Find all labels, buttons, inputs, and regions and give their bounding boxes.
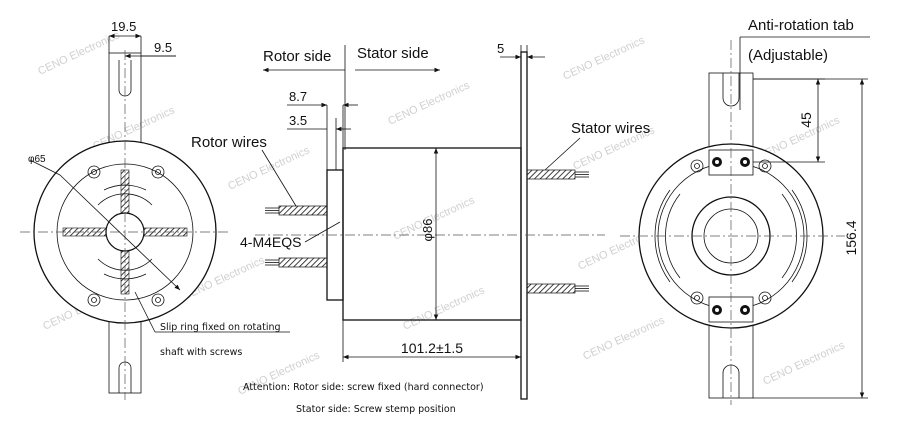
dim-156-4: 156.4 bbox=[843, 220, 859, 255]
watermark-text: CENO Electronics bbox=[401, 284, 487, 333]
dim-19-5: 19.5 bbox=[111, 19, 136, 34]
watermark-text: CENO Electronics bbox=[581, 314, 667, 363]
slip-ring-leader bbox=[134, 291, 156, 333]
stator-side-label: Stator side bbox=[357, 45, 429, 62]
stator-wires-label: Stator wires bbox=[571, 120, 650, 137]
stator-wire-bundle bbox=[526, 169, 589, 294]
length-dimension: 101.2±1.5 bbox=[401, 340, 463, 356]
phi86-dimension: φ86 bbox=[420, 219, 435, 242]
dim-45: 45 bbox=[798, 112, 814, 128]
stator-tab bbox=[520, 51, 528, 400]
watermark-text: CENO Electronics bbox=[386, 79, 472, 128]
stator-wires-leader bbox=[544, 137, 581, 171]
dim-8-7: 8.7 bbox=[289, 89, 307, 104]
rotor-face-view: φ65 19.5 9.5 Slip ring fixed on rotating… bbox=[20, 19, 290, 400]
watermark-text: CENO Electronics bbox=[561, 34, 647, 83]
attention-note-line1: Attention: Rotor side: screw fixed (hard… bbox=[243, 382, 484, 393]
mount-screws-leader bbox=[304, 221, 341, 243]
dim-9-5: 9.5 bbox=[154, 40, 172, 55]
side-view: Rotor side Stator side Rotor wires Stat bbox=[191, 41, 650, 400]
rotor-wires-leader bbox=[261, 149, 297, 207]
adjustable-label: (Adjustable) bbox=[748, 47, 828, 64]
slip-ring-note-line2: shaft with screws bbox=[160, 347, 242, 358]
mounting-holes bbox=[87, 165, 165, 307]
mount-screws-label: 4-M4EQS bbox=[240, 234, 301, 250]
dim-5: 5 bbox=[497, 41, 504, 56]
anti-rotation-tab-label: Anti-rotation tab bbox=[748, 17, 854, 34]
slip-ring-note-line1: Slip ring fixed on rotating bbox=[160, 322, 281, 333]
stator-mounting-holes bbox=[690, 157, 772, 315]
stator-face-view: Anti-rotation tab (Adjustable) 45 156.4 bbox=[620, 17, 870, 405]
watermark-text: CENO Electronics bbox=[226, 144, 312, 193]
rotor-wire-bundle bbox=[265, 205, 328, 268]
tab-slot-top bbox=[722, 73, 740, 107]
phi65-dimension: φ65 bbox=[28, 154, 46, 165]
attention-note-line2: Stator side: Screw stemp position bbox=[296, 404, 456, 415]
watermark-text: CENO Electronics bbox=[761, 339, 847, 388]
rotor-wires-label: Rotor wires bbox=[191, 134, 267, 151]
rotor-side-label: Rotor side bbox=[263, 48, 331, 65]
phi65-leader bbox=[29, 159, 61, 176]
dim-3-5: 3.5 bbox=[289, 113, 307, 128]
arc-slot bbox=[654, 189, 671, 283]
phi65-dimension-line bbox=[59, 174, 181, 291]
